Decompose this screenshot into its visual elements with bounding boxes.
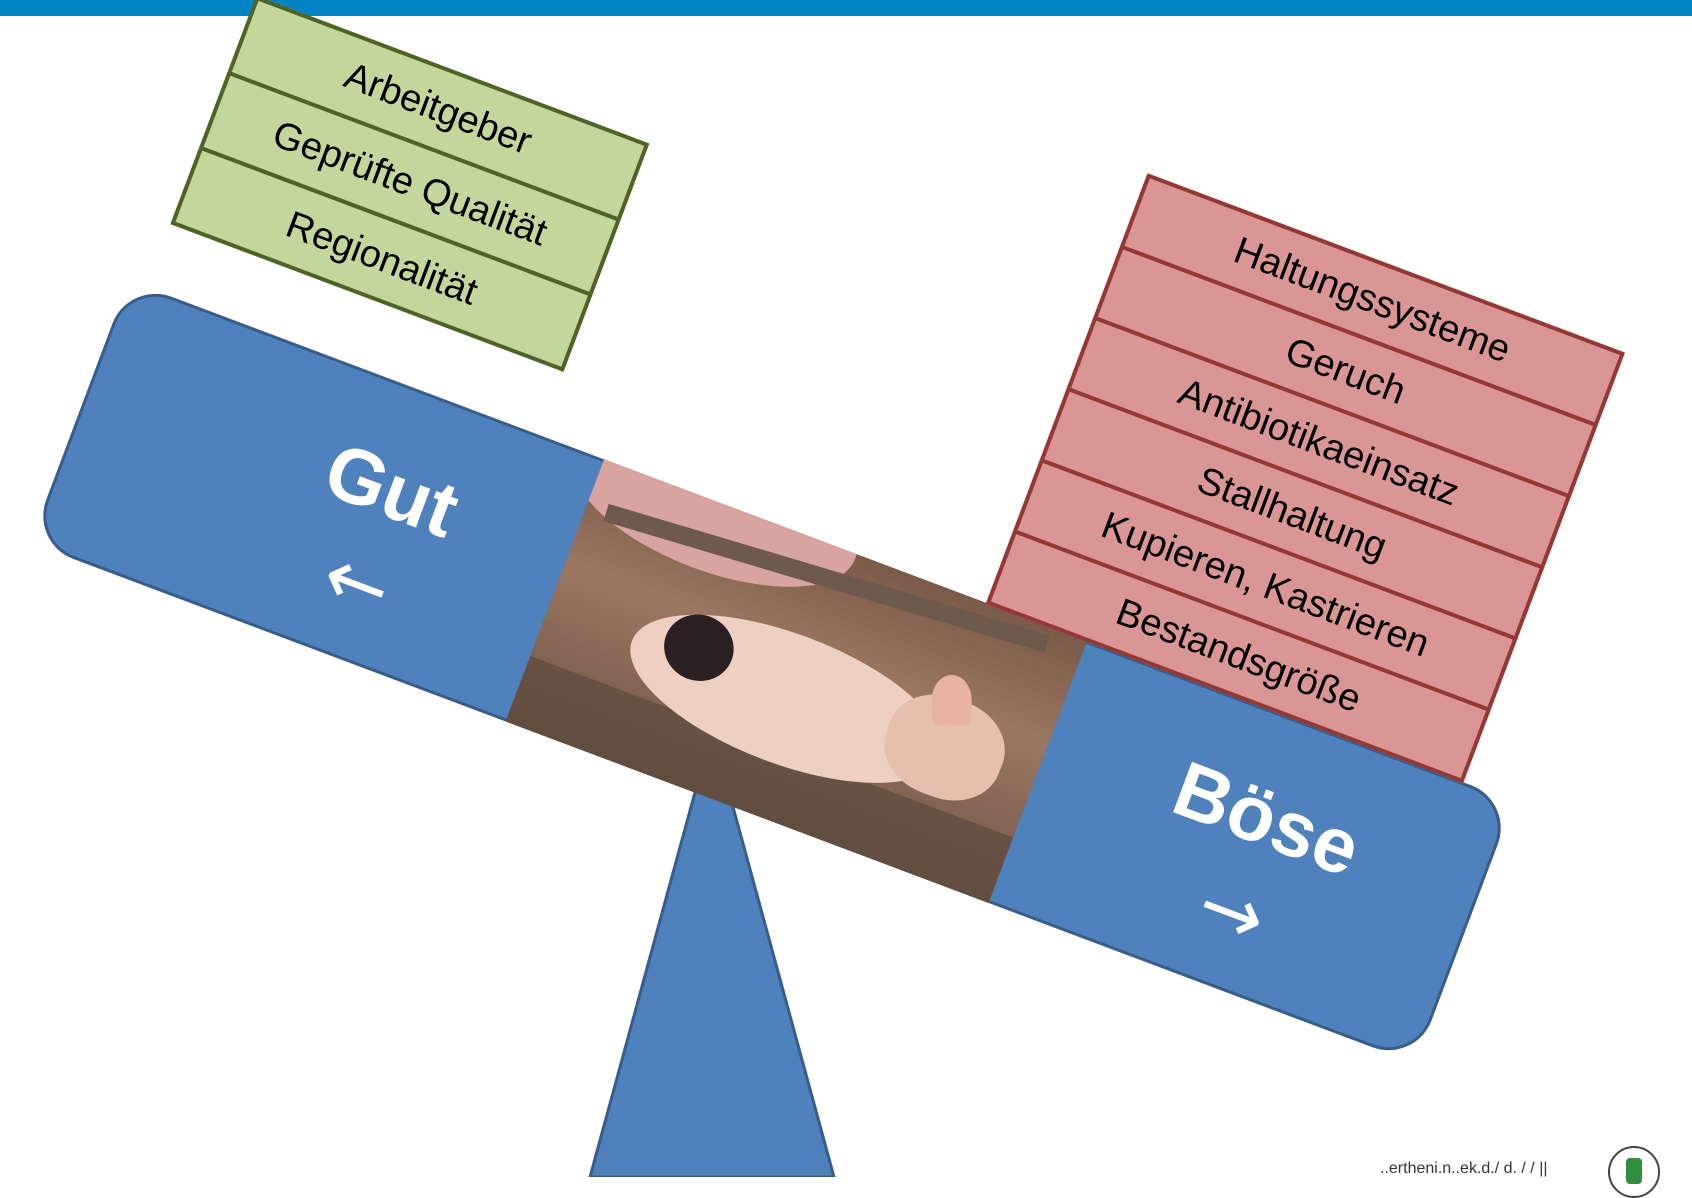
logo-mark (1626, 1158, 1642, 1184)
piglet-ear-shape (931, 675, 972, 725)
institution-logo-icon (1608, 1146, 1660, 1198)
footer-url: ..ertheni.n..ek.d./ d. / / || (1380, 1160, 1548, 1178)
